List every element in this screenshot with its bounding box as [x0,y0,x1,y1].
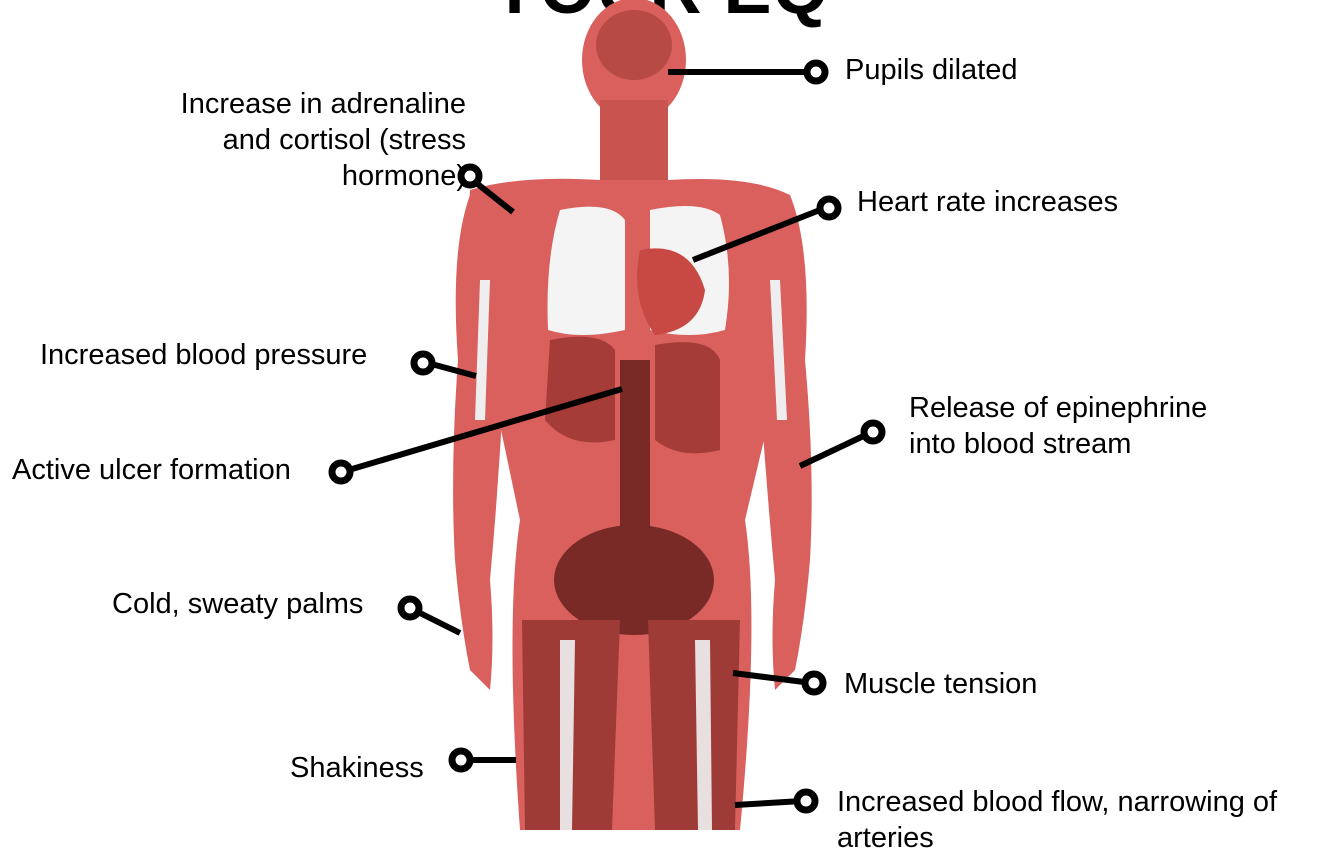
pointer-blood-flow [735,801,802,805]
label-adrenaline: Increase in adrenaline and cortisol (str… [130,86,466,194]
marker-pupils [807,63,825,81]
label-blood-flow-line1: Increased blood flow, narrowing of [837,784,1277,820]
marker-epinephrine [864,423,882,441]
marker-palms [401,599,419,617]
label-adrenaline-line2: and cortisol (stress [130,122,466,158]
marker-blood-flow [797,792,815,810]
marker-ulcer [332,463,350,481]
label-epinephrine-line2: into blood stream [909,426,1207,462]
marker-heart [820,199,838,217]
label-heart-rate: Heart rate increases [857,184,1118,220]
body-illustration [453,0,812,830]
label-shakiness: Shakiness [290,750,424,786]
label-pupils-dilated: Pupils dilated [845,52,1018,88]
marker-blood-pressure [414,354,432,372]
label-muscle-tension: Muscle tension [844,666,1037,702]
label-adrenaline-line1: Increase in adrenaline [130,86,466,122]
label-blood-flow-line2: arteries [837,820,1277,856]
marker-muscle [805,674,823,692]
label-epinephrine: Release of epinephrine into blood stream [909,390,1207,462]
label-blood-flow: Increased blood flow, narrowing of arter… [837,784,1277,856]
pointer-epinephrine [800,432,872,466]
label-ulcer: Active ulcer formation [12,452,291,488]
marker-shakiness [452,751,470,769]
label-palms: Cold, sweaty palms [112,586,363,622]
label-epinephrine-line1: Release of epinephrine [909,390,1207,426]
label-adrenaline-line3: hormone) [130,158,466,194]
label-blood-pressure: Increased blood pressure [40,337,367,373]
